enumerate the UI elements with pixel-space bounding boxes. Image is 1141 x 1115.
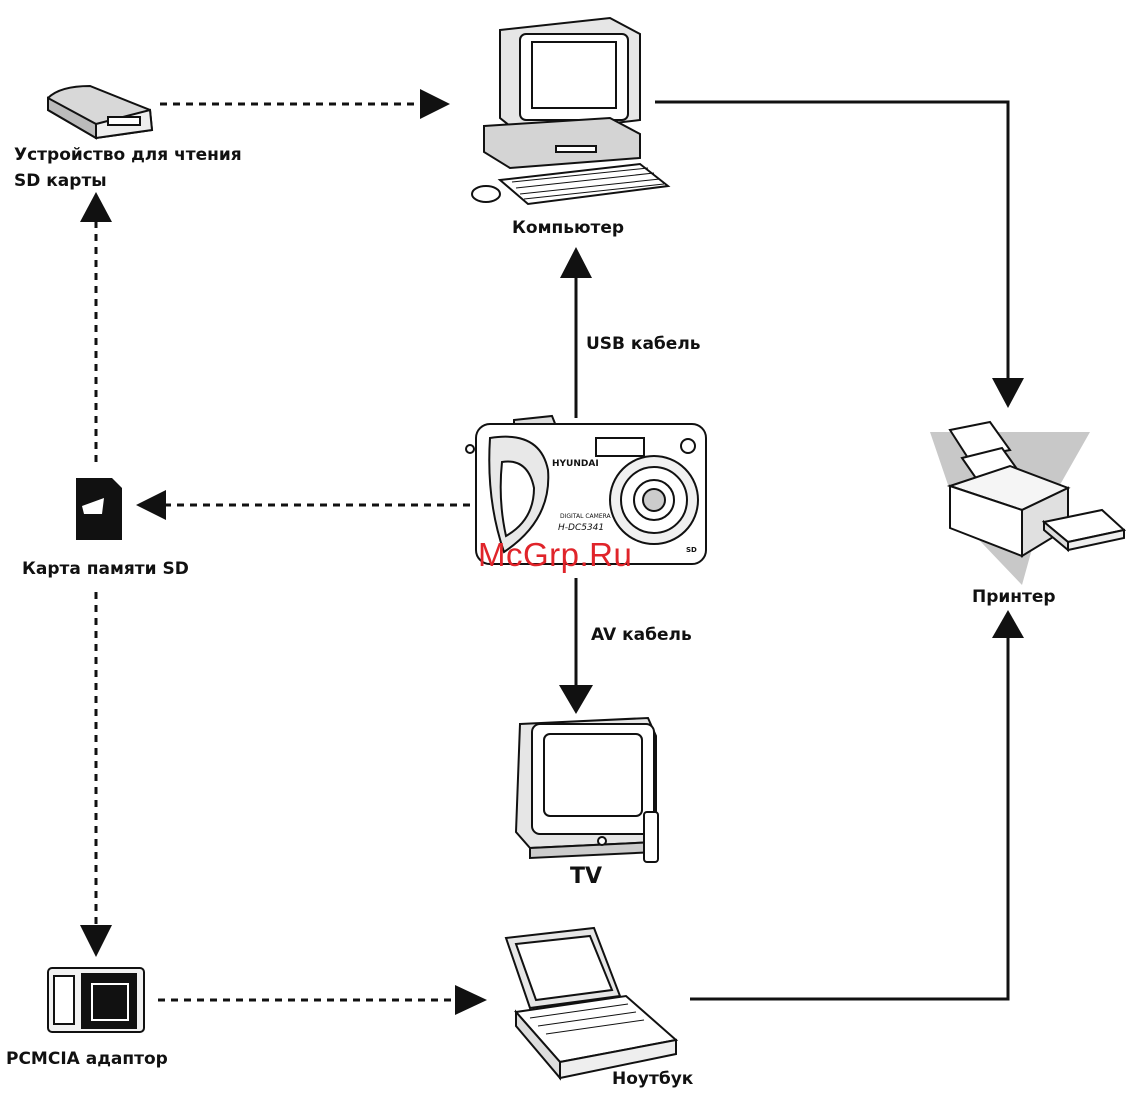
- arrowhead-to-laptop-right: [455, 985, 487, 1015]
- computer-label: Компьютер: [512, 215, 624, 241]
- watermark-text: McGrp.Ru: [478, 536, 632, 574]
- arrowhead-to-sdcard-left: [136, 490, 166, 520]
- pcmcia-label: PCMCIA адаптор: [6, 1046, 168, 1072]
- arrowhead-to-tv-down: [559, 685, 593, 714]
- arrowhead-to-printer-up: [992, 610, 1024, 638]
- camera-sd-logo: SD: [686, 546, 697, 554]
- arrowhead-to-reader-up: [80, 192, 112, 222]
- arrowhead-to-printer-down: [992, 378, 1024, 408]
- usb-cable-label: USB кабель: [586, 331, 701, 357]
- sd-reader-label: Устройство для чтения SD карты: [14, 142, 242, 194]
- pcmcia-adapter-icon: [48, 968, 144, 1032]
- arrowhead-to-computer-up: [560, 247, 592, 278]
- av-cable-label: AV кабель: [591, 622, 692, 648]
- printer-icon: [930, 422, 1124, 585]
- printer-label: Принтер: [972, 584, 1056, 610]
- laptop-to-printer-line: [690, 638, 1008, 999]
- arrowhead-to-computer-right: [420, 89, 450, 119]
- sd-card-icon: [76, 478, 122, 540]
- arrowhead-to-pcmcia-down: [80, 925, 112, 957]
- camera-model-text: H-DC5341: [558, 523, 604, 533]
- camera-brand-text: HYUNDAI: [552, 459, 599, 469]
- sd-card-label: Карта памяти SD: [22, 556, 189, 582]
- camera-type-text: DIGITAL CAMERA: [560, 513, 612, 520]
- laptop-label: Ноутбук: [612, 1066, 693, 1092]
- computer-to-printer-line: [655, 102, 1008, 378]
- tv-label: TV: [570, 864, 602, 890]
- sd-card-reader-icon: [48, 86, 152, 138]
- laptop-icon: [506, 928, 676, 1078]
- tv-icon: [516, 718, 658, 862]
- computer-icon: [472, 18, 668, 204]
